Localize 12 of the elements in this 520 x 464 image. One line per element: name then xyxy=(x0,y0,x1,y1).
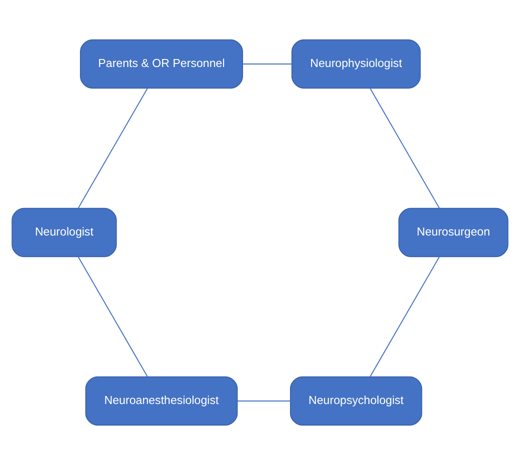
connector xyxy=(370,256,440,377)
connector xyxy=(242,63,292,64)
node-box: Neurosurgeon xyxy=(398,207,508,257)
node-box: Parents & OR Personnel xyxy=(80,38,244,88)
node-box: Neurologist xyxy=(12,207,117,257)
connector xyxy=(78,256,148,377)
connector xyxy=(370,87,440,208)
node-box: Neuropsychologist xyxy=(290,376,422,426)
connector xyxy=(236,400,291,401)
connector xyxy=(78,87,148,208)
node-box: Neuroanesthesiologist xyxy=(85,376,238,426)
node-box: Neurophysiologist xyxy=(291,38,421,88)
